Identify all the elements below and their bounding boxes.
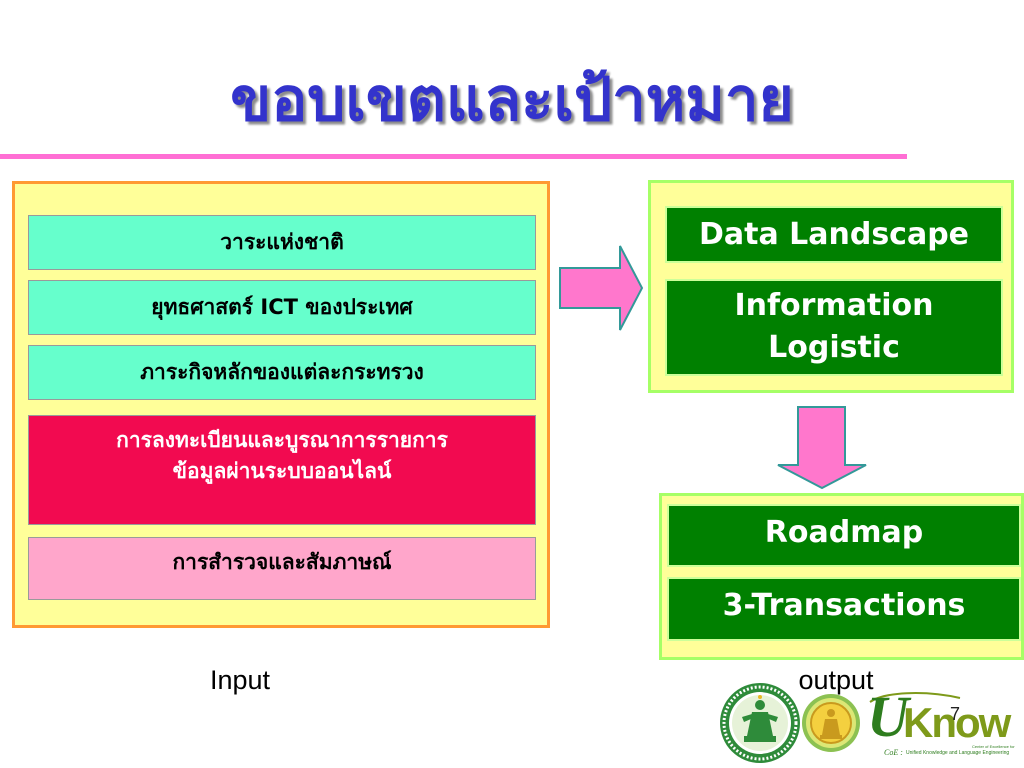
input-item-label: ยุทธศาสตร์ ICT ของประเทศ — [151, 295, 413, 319]
arrow-right-shape — [559, 245, 644, 331]
input-item-ict-strategy: ยุทธศาสตร์ ICT ของประเทศ — [28, 280, 536, 335]
title-underline — [0, 154, 907, 159]
input-item-label: การสำรวจและสัมภาษณ์ — [172, 550, 392, 574]
output-panel-upper: Data Landscape Information Logistic — [648, 180, 1014, 393]
arrow-down-shape — [777, 406, 867, 490]
output-item-label-line-1: Information — [734, 288, 934, 323]
output-item-data-landscape: Data Landscape — [665, 206, 1003, 263]
output-item-3-transactions: 3-Transactions — [667, 577, 1021, 641]
page-number: 7 — [950, 704, 961, 724]
output-item-label-line-2: Logistic — [768, 330, 900, 365]
uknow-logo-coe: CoE : — [884, 748, 903, 757]
output-item-label: Roadmap — [764, 515, 924, 550]
input-item-survey-interview: การสำรวจและสัมภาษณ์ — [28, 537, 536, 600]
output-caption: output — [798, 665, 874, 695]
uknow-logo-tagline-2: Unified Knowledge and Language Engineeri… — [906, 750, 1010, 756]
output-item-information-logistic: Information Logistic — [665, 279, 1003, 376]
output-item-label: 3-Transactions — [722, 588, 966, 623]
input-item-national-agenda: วาระแห่งชาติ — [28, 215, 536, 270]
uknow-logo-tagline-1: Center of Excellence for — [972, 744, 1015, 749]
arrow-down-icon — [777, 406, 867, 490]
slide-title: ขอบเขตและเป้าหมาย — [230, 65, 794, 135]
gold-emblem-icon — [802, 694, 860, 752]
input-item-label: วาระแห่งชาติ — [220, 230, 344, 254]
arrow-right-icon — [559, 245, 644, 331]
output-panel-lower: Roadmap 3-Transactions — [659, 493, 1024, 660]
input-panel: วาระแห่งชาติ ยุทธศาสตร์ ICT ของประเทศ ภา… — [12, 181, 550, 628]
input-item-online-registration: การลงทะเบียนและบูรณาการรายการ ข้อมูลผ่าน… — [28, 415, 536, 525]
uknow-logo-u: U — [867, 684, 909, 749]
input-item-label: ภาระกิจหลักของแต่ละกระทรวง — [140, 360, 424, 384]
output-item-label: Data Landscape — [698, 217, 970, 252]
uknow-swoosh-icon — [869, 692, 961, 703]
uknow-logo-know: Know — [903, 699, 1011, 746]
input-item-ministry-missions: ภาระกิจหลักของแต่ละกระทรวง — [28, 345, 536, 400]
input-item-label-line-1: การลงทะเบียนและบูรณาการรายการ — [116, 428, 448, 452]
input-caption: Input — [209, 665, 271, 695]
output-item-roadmap: Roadmap — [667, 504, 1021, 567]
green-seal-icon — [720, 683, 800, 763]
input-item-label-line-2: ข้อมูลผ่านระบบออนไลน์ — [172, 459, 392, 483]
